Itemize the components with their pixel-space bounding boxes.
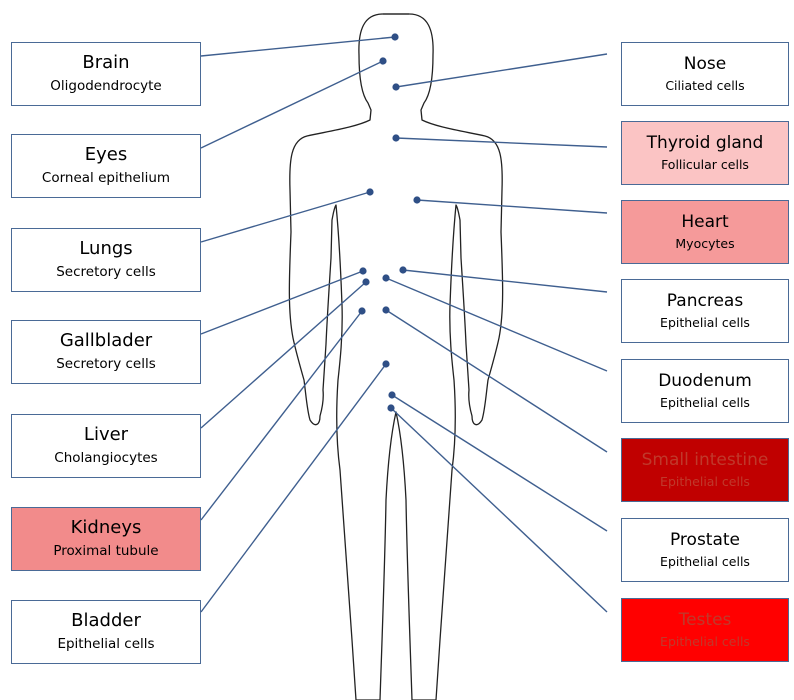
organ-name: Eyes [85, 145, 127, 166]
organ-name: Duodenum [658, 372, 752, 392]
organ-name: Nose [684, 55, 726, 75]
cell-type: Follicular cells [661, 158, 749, 172]
cell-type: Myocytes [675, 237, 734, 251]
small-intestine-location-dot [382, 306, 389, 313]
cell-type: Oligodendrocyte [50, 79, 161, 95]
connector-layer [201, 33, 607, 612]
pancreas-location-dot [399, 266, 406, 273]
prostate-location-dot [388, 391, 395, 398]
cell-type: Epithelial cells [660, 635, 750, 649]
duodenum-location-dot [382, 274, 389, 281]
nose-location-dot [392, 83, 399, 90]
organ-name: Small intestine [642, 451, 769, 471]
cell-type: Corneal epithelium [42, 171, 170, 187]
duodenum-connector-line [386, 278, 607, 371]
cell-type: Epithelial cells [660, 475, 750, 489]
liver-location-dot [362, 278, 369, 285]
human-body-outline [289, 14, 502, 700]
cell-type: Proximal tubule [53, 544, 158, 560]
thyroid-gland-location-dot [392, 134, 399, 141]
gallblader-connector-line [201, 271, 363, 334]
kidneys-connector-line [201, 311, 362, 520]
cell-type: Epithelial cells [57, 637, 154, 653]
small-intestine-connector-line [386, 310, 607, 452]
lungs-location-dot [366, 188, 373, 195]
organ-name: Pancreas [667, 292, 743, 312]
cell-type: Epithelial cells [660, 316, 750, 330]
nose-connector-line [396, 54, 607, 87]
organ-name: Liver [84, 425, 128, 446]
cell-type: Secretory cells [56, 265, 156, 281]
lungs-connector-line [201, 192, 370, 242]
organ-name: Prostate [670, 531, 740, 551]
organ-name: Kidneys [71, 518, 142, 539]
organ-name: Thyroid gland [647, 134, 764, 154]
cell-type: Ciliated cells [665, 79, 744, 93]
kidneys-location-dot [358, 307, 365, 314]
testes-location-dot [387, 404, 394, 411]
eyes-location-dot [379, 57, 386, 64]
pancreas-connector-line [403, 270, 607, 292]
organ-name: Brain [82, 53, 129, 74]
organ-name: Testes [679, 611, 732, 631]
bladder-connector-line [201, 364, 386, 612]
brain-location-dot [391, 33, 398, 40]
brain-connector-line [201, 37, 395, 56]
cell-type: Cholangiocytes [54, 451, 157, 467]
thyroid-gland-connector-line [396, 138, 607, 147]
heart-location-dot [413, 196, 420, 203]
organ-name: Heart [681, 213, 728, 233]
organ-name: Bladder [71, 611, 141, 632]
bladder-location-dot [382, 360, 389, 367]
liver-connector-line [201, 282, 366, 428]
organ-name: Lungs [79, 239, 132, 260]
heart-connector-line [417, 200, 607, 213]
cell-type: Epithelial cells [660, 396, 750, 410]
cell-type: Secretory cells [56, 357, 156, 373]
eyes-connector-line [201, 61, 383, 148]
organ-name: Gallblader [60, 331, 152, 352]
cell-type: Epithelial cells [660, 555, 750, 569]
gallblader-location-dot [359, 267, 366, 274]
body-silhouette [289, 14, 502, 700]
